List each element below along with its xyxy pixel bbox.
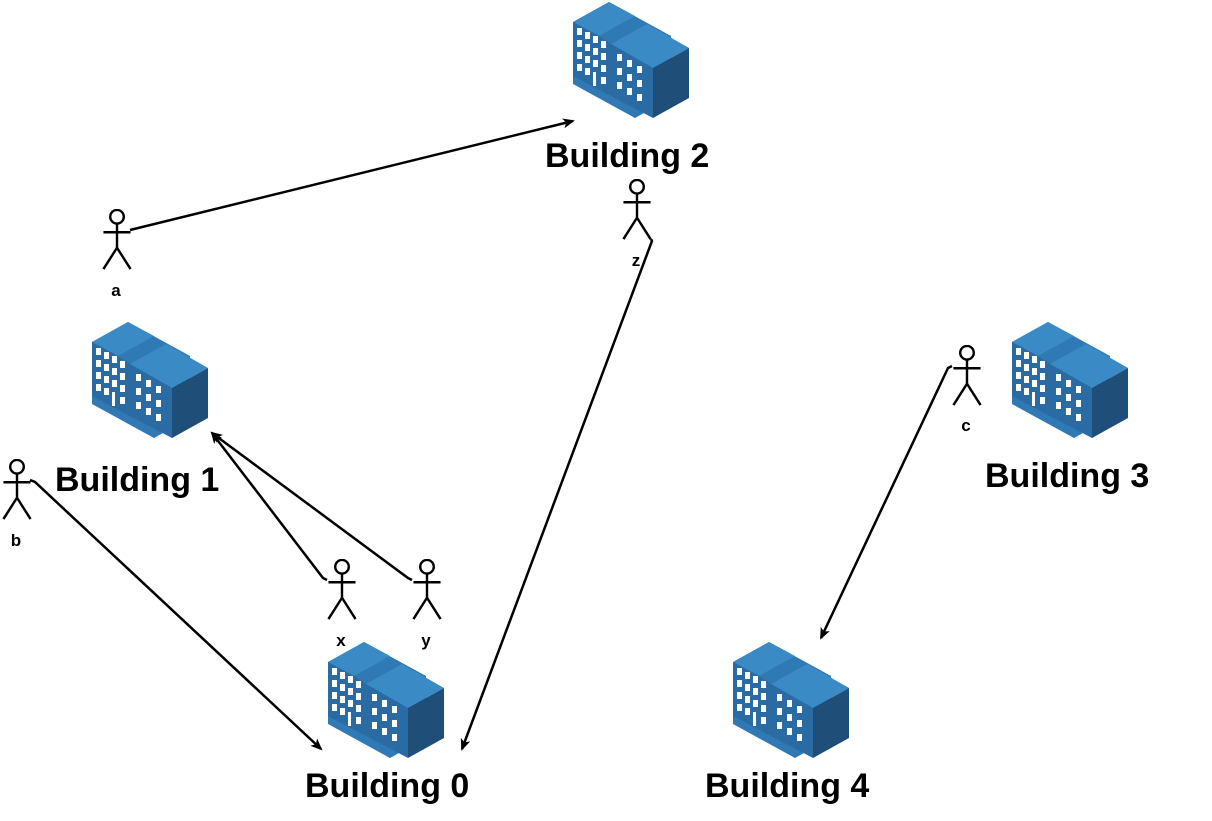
- actor-b-icon: [2, 459, 32, 521]
- actor-x-icon: [327, 559, 357, 621]
- building-3-icon: [1012, 322, 1128, 438]
- arrow-c-to-building-4: [819, 364, 953, 640]
- building-3-label: Building 3: [985, 457, 1150, 495]
- actor-c-label: c: [961, 416, 971, 435]
- building-4-icon: [733, 642, 849, 758]
- actor-c-icon: [952, 345, 982, 407]
- actor-y-icon: [412, 559, 442, 621]
- building-0-icon: [328, 642, 444, 758]
- arrow-b-to-building-0: [29, 478, 323, 751]
- actor-y-label: y: [421, 631, 431, 650]
- building-2-label: Building 2: [545, 137, 710, 175]
- actor-x-label: x: [336, 631, 346, 650]
- arrow-z-to-building-0: [460, 238, 654, 751]
- actor-z-icon: [622, 179, 652, 241]
- connectors: [29, 118, 953, 751]
- actor-b-label: b: [10, 531, 22, 550]
- arrow-x-to-building-1: [210, 431, 328, 582]
- actor-a-label: a: [111, 281, 121, 300]
- arrow-a-to-building-2: [129, 118, 575, 232]
- actor-a-icon: [102, 209, 132, 271]
- actor-z-label: z: [631, 251, 641, 270]
- building-4-label: Building 4: [705, 767, 870, 805]
- building-0-label: Building 0: [305, 767, 470, 805]
- arrow-y-to-building-1: [210, 431, 413, 582]
- building-2-icon: [573, 2, 689, 118]
- building-1-label: Building 1: [55, 461, 220, 499]
- building-1-icon: [92, 322, 208, 438]
